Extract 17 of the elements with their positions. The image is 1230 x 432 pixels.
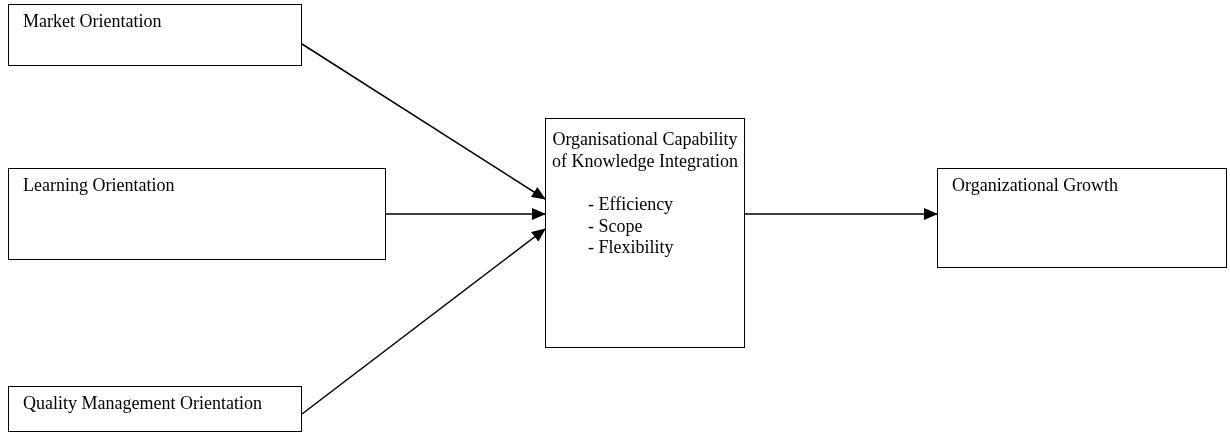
box-label: Learning Orientation — [23, 175, 176, 197]
arrow — [385, 208, 546, 220]
arrow — [744, 208, 938, 220]
process-box — [8, 4, 302, 66]
process-box — [545, 118, 745, 348]
process-box — [8, 168, 386, 260]
box-label: Organisational Capability of Knowledge Integration — [551, 129, 739, 173]
box-label: Market Orientation — [23, 11, 163, 33]
box-label: Organizational Growth — [952, 175, 1120, 197]
arrow — [301, 228, 546, 415]
process-box — [8, 386, 302, 432]
process-box — [937, 168, 1227, 268]
list-item: - Efficiency — [587, 194, 674, 216]
list-item: - Flexibility — [587, 237, 674, 259]
box-label: Quality Management Orientation — [23, 393, 263, 415]
arrow — [301, 43, 546, 200]
list-item: - Scope — [587, 215, 643, 238]
